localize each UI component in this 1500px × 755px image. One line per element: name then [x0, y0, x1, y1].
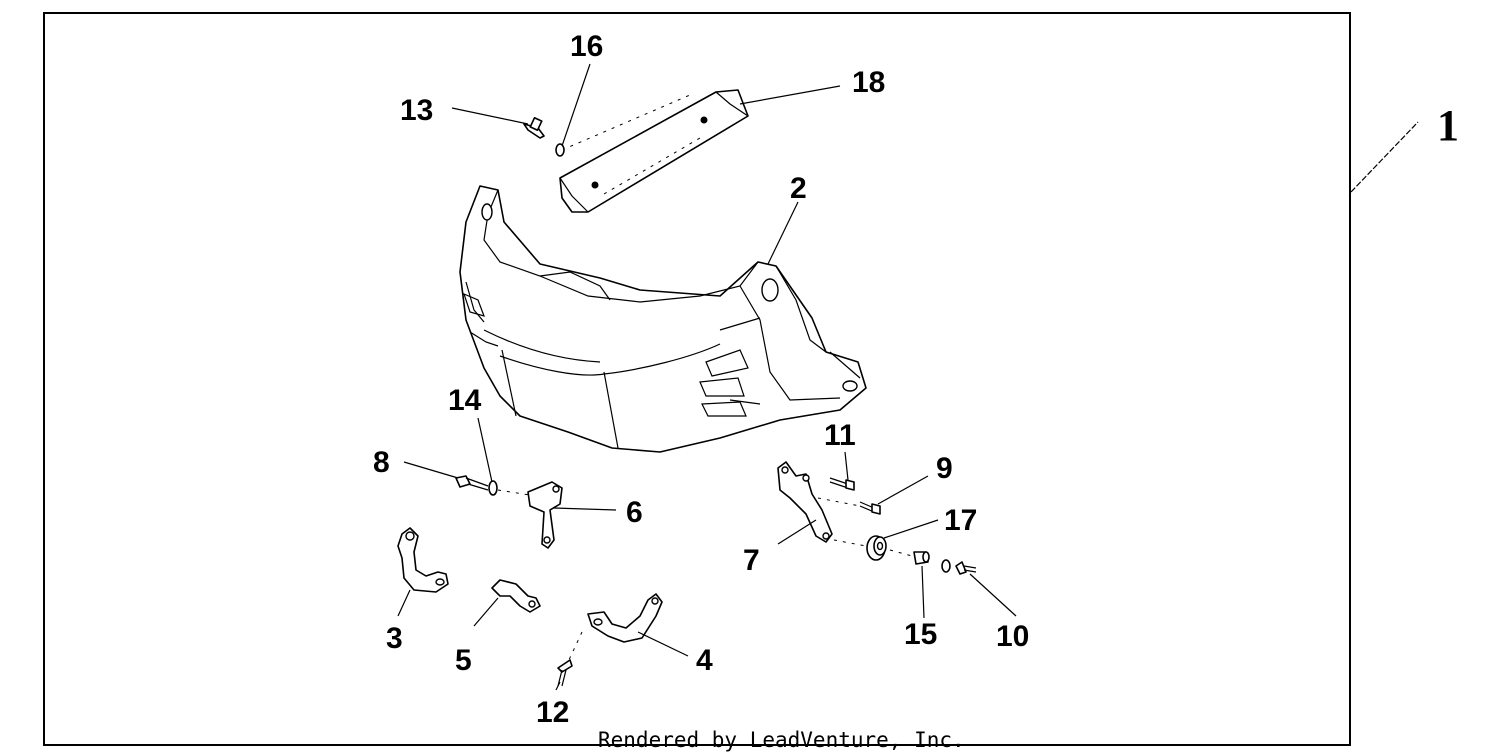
callout-1[interactable]: 1 [1437, 101, 1459, 150]
part-2-front-shroud [459, 185, 867, 453]
leader-3 [397, 589, 411, 617]
assembly-line-12 [567, 631, 583, 663]
callout-5[interactable]: 5 [455, 644, 472, 677]
assembly-line-9 [817, 497, 861, 507]
callout-6[interactable]: 6 [626, 496, 643, 529]
assembly-line-15 [889, 549, 913, 557]
leader-2 [767, 201, 799, 265]
render-credit: Rendered by LeadVenture, Inc. [598, 728, 965, 752]
part-14-washer [488, 480, 498, 496]
callout-13[interactable]: 13 [400, 94, 433, 127]
diagram-frame [43, 12, 1351, 746]
callout-12[interactable]: 12 [536, 696, 569, 729]
leader-12 [555, 681, 561, 691]
callout-2[interactable]: 2 [790, 172, 807, 205]
part-3-clamp [397, 527, 449, 593]
leader-18 [739, 85, 841, 105]
callout-14[interactable]: 14 [448, 384, 482, 417]
leader-1 [1350, 121, 1419, 193]
callout-7[interactable]: 7 [743, 544, 760, 577]
callout-16[interactable]: 16 [570, 30, 603, 63]
part-16-washer [555, 143, 565, 157]
leader-11 [844, 451, 849, 481]
part-17-grommet [866, 535, 887, 561]
callout-9[interactable]: 9 [936, 452, 953, 485]
part-4-clamp [587, 593, 663, 643]
leader-4 [637, 631, 689, 657]
part-18-top-plate [559, 89, 749, 213]
leader-15 [921, 565, 925, 619]
part-5-clamp [491, 579, 541, 613]
callout-4[interactable]: 4 [696, 644, 713, 677]
leader-5 [473, 597, 499, 627]
leader-8 [403, 461, 459, 479]
leader-6 [553, 507, 617, 511]
assembly-line-6 [497, 489, 537, 497]
callout-15[interactable]: 15 [904, 618, 937, 651]
part-9-bolt [859, 501, 881, 515]
part-7-bracket [777, 461, 833, 543]
part-15-collar [913, 551, 930, 565]
leader-7 [777, 519, 817, 545]
leader-13 [451, 107, 529, 125]
callout-10[interactable]: 10 [996, 620, 1029, 653]
part-11-bolt [829, 477, 855, 491]
callout-3[interactable]: 3 [386, 622, 403, 655]
callout-11[interactable]: 11 [824, 419, 856, 452]
part-8-bolt [455, 475, 489, 491]
callout-17[interactable]: 17 [944, 504, 977, 537]
leader-9 [877, 475, 929, 505]
leader-17 [883, 519, 939, 539]
callout-18[interactable]: 18 [852, 66, 885, 99]
part-10-washer-bolt [941, 559, 977, 575]
leader-16 [561, 63, 591, 147]
part-6-bracket [527, 481, 563, 549]
leader-10 [969, 573, 1017, 617]
assembly-line-17 [833, 539, 867, 547]
callout-8[interactable]: 8 [373, 446, 390, 479]
part-13-screw [523, 116, 545, 139]
leader-14 [477, 417, 493, 483]
